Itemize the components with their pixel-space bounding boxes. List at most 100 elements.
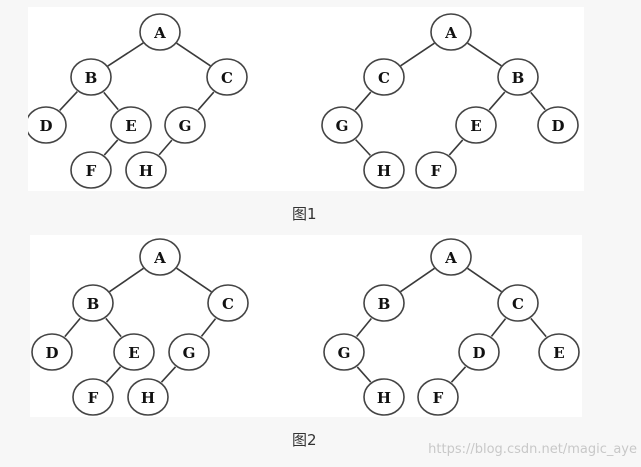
node-label: H: [377, 162, 391, 180]
edge-b-d: [64, 317, 81, 338]
node-a: A: [139, 238, 181, 276]
node-h: H: [127, 378, 169, 416]
edge-g-h: [355, 139, 371, 156]
node-label: A: [153, 249, 166, 267]
node-label: H: [377, 389, 391, 407]
node-label: E: [553, 344, 564, 362]
node-f: F: [417, 378, 459, 416]
node-circle: [28, 106, 67, 144]
node-c: C: [363, 58, 405, 96]
node-circle: [417, 378, 459, 416]
node-f: F: [72, 378, 114, 416]
edge-e-f: [105, 366, 122, 383]
node-a: A: [430, 13, 472, 51]
edge-g-h: [356, 366, 372, 383]
node-label: E: [470, 117, 481, 135]
node-label: C: [378, 69, 390, 87]
node-g: G: [323, 333, 365, 371]
edge-e-f: [103, 139, 119, 156]
edge-b-g: [356, 317, 372, 338]
node-circle: [113, 333, 155, 371]
node-d: D: [458, 333, 500, 371]
node-label: A: [153, 24, 166, 42]
node-e: E: [113, 333, 155, 371]
node-circle: [164, 106, 206, 144]
edge-g-h: [158, 139, 173, 156]
node-circle: [363, 58, 405, 96]
node-label: G: [338, 344, 351, 362]
node-c: C: [206, 58, 248, 96]
node-circle: [207, 284, 249, 322]
node-c: C: [207, 284, 249, 322]
edge-b-e: [488, 91, 506, 111]
node-g: G: [164, 106, 206, 144]
edge-a-b: [107, 42, 144, 67]
node-label: A: [444, 24, 457, 42]
node-circle: [430, 238, 472, 276]
edge-d-f: [450, 366, 467, 383]
node-circle: [363, 151, 405, 189]
node-g: G: [321, 106, 363, 144]
node-label: B: [85, 69, 98, 87]
edge-g-h: [160, 366, 177, 383]
node-circle: [323, 333, 365, 371]
edge-c-e: [530, 317, 547, 338]
node-label: G: [183, 344, 196, 362]
node-d: D: [31, 333, 73, 371]
node-a: A: [139, 13, 181, 51]
node-circle: [72, 378, 114, 416]
node-circle: [497, 58, 539, 96]
node-circle: [363, 378, 405, 416]
node-circle: [31, 333, 73, 371]
node-label: G: [336, 117, 349, 135]
node-circle: [139, 238, 181, 276]
node-b: B: [497, 58, 539, 96]
edge-a-b: [467, 42, 502, 67]
edge-c-g: [197, 91, 215, 111]
edge-c-d: [490, 318, 507, 337]
node-circle: [497, 284, 539, 322]
node-label: B: [512, 69, 525, 87]
figure-1-caption: 图1: [292, 205, 317, 223]
node-circle: [70, 151, 112, 189]
node-label: F: [433, 389, 444, 407]
node-label: D: [45, 344, 58, 362]
node-label: C: [221, 69, 233, 87]
node-label: F: [86, 162, 97, 180]
node-label: H: [139, 162, 153, 180]
node-label: G: [179, 117, 192, 135]
node-circle: [321, 106, 363, 144]
watermark: https://blog.csdn.net/magic_aye: [428, 442, 637, 457]
figure-2-caption: 图2: [292, 431, 317, 449]
node-d: D: [28, 106, 67, 144]
edge-a-b: [109, 267, 144, 293]
node-circle: [127, 378, 169, 416]
node-label: B: [87, 295, 100, 313]
edge-b-d: [530, 91, 546, 111]
node-circle: [458, 333, 500, 371]
node-circle: [72, 284, 114, 322]
node-circle: [70, 58, 112, 96]
node-label: E: [128, 344, 139, 362]
node-h: H: [363, 378, 405, 416]
node-circle: [110, 106, 152, 144]
edge-e-f: [448, 139, 464, 156]
edge-a-c: [176, 267, 212, 293]
node-label: D: [39, 117, 52, 135]
node-circle: [206, 58, 248, 96]
node-e: E: [110, 106, 152, 144]
node-h: H: [363, 151, 405, 189]
node-circle: [455, 106, 497, 144]
node-circle: [125, 151, 167, 189]
node-label: B: [378, 295, 391, 313]
node-circle: [168, 333, 210, 371]
node-circle: [415, 151, 457, 189]
node-label: E: [125, 117, 136, 135]
node-label: C: [512, 295, 524, 313]
node-f: F: [70, 151, 112, 189]
edge-b-d: [59, 91, 78, 111]
node-label: C: [222, 295, 234, 313]
